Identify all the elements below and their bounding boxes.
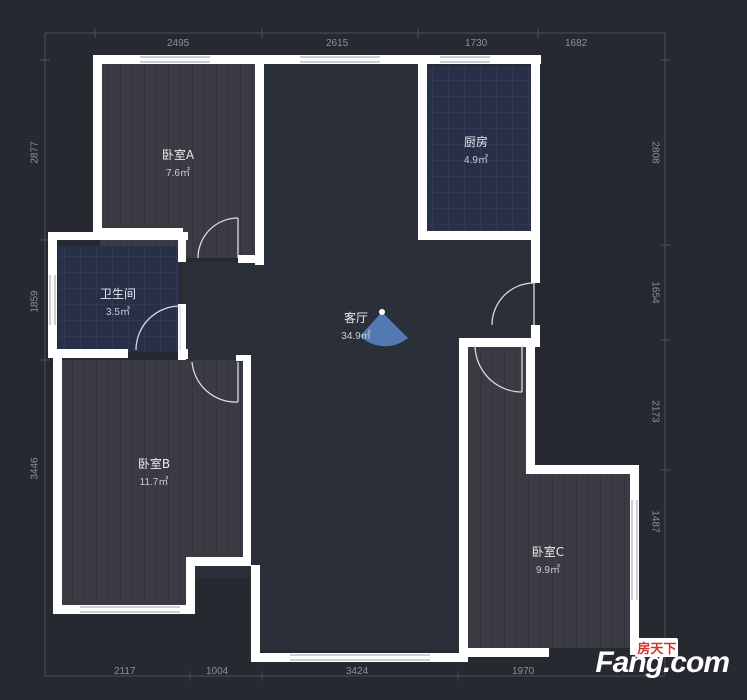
dim-left-1: 2877 xyxy=(29,141,41,164)
dim-right-4: 1487 xyxy=(649,510,661,533)
dim-top-1: 2495 xyxy=(167,38,190,49)
dim-right-3: 2173 xyxy=(649,400,661,423)
doors xyxy=(135,217,535,403)
dim-top-2: 2615 xyxy=(326,38,349,49)
bathroom-name: 卫生间 xyxy=(99,287,136,301)
bedroom-b-floor xyxy=(62,360,245,606)
bedroom-a-floor xyxy=(100,62,258,258)
dim-bottom-3: 3424 xyxy=(346,666,369,677)
dim-left-3: 3446 xyxy=(29,457,41,480)
bedroom-c-area: 9.9㎡ xyxy=(536,565,560,576)
door-bedroom-a xyxy=(197,217,239,259)
dim-bottom-2: 1004 xyxy=(206,666,229,677)
walls xyxy=(48,55,639,662)
bedroom-c-name: 卧室C xyxy=(531,545,565,559)
dim-bottom-4: 1970 xyxy=(512,666,535,677)
dim-right-2: 1654 xyxy=(649,281,661,304)
bathroom-area: 3.5㎡ xyxy=(106,307,130,318)
dimension-lines xyxy=(40,28,670,681)
camera-viewpoint-icon xyxy=(360,309,408,347)
kitchen-floor xyxy=(423,66,531,232)
bedroom-a-area: 7.6㎡ xyxy=(166,168,190,179)
dim-top-4: 1682 xyxy=(565,38,588,49)
kitchen-name: 厨房 xyxy=(463,135,488,149)
living-room-area: 34.9㎡ xyxy=(341,331,371,342)
dim-left-2: 1859 xyxy=(29,290,41,313)
dim-right-1: 2808 xyxy=(649,141,661,164)
bathroom-floor xyxy=(58,246,180,352)
door-bedroom-b xyxy=(191,361,239,403)
living-room-floor xyxy=(182,62,535,650)
dim-top-3: 1730 xyxy=(465,38,488,49)
brand-watermark-cn: 房天下 xyxy=(635,638,679,657)
kitchen-area: 4.9㎡ xyxy=(464,155,488,166)
door-bedroom-c xyxy=(474,344,523,393)
bedroom-b-name: 卧室B xyxy=(137,457,171,471)
bedroom-c-floor xyxy=(465,342,630,648)
dim-bottom-1: 2117 xyxy=(114,666,136,677)
bedroom-a-name: 卧室A xyxy=(161,148,195,162)
door-bathroom xyxy=(135,305,181,351)
living-room-name: 客厅 xyxy=(343,311,368,325)
brand-watermark: 房天下 Fang.com xyxy=(595,638,730,680)
bedroom-b-area: 11.7㎡ xyxy=(139,477,169,488)
windows xyxy=(49,56,638,661)
door-kitchen-side xyxy=(491,282,535,326)
